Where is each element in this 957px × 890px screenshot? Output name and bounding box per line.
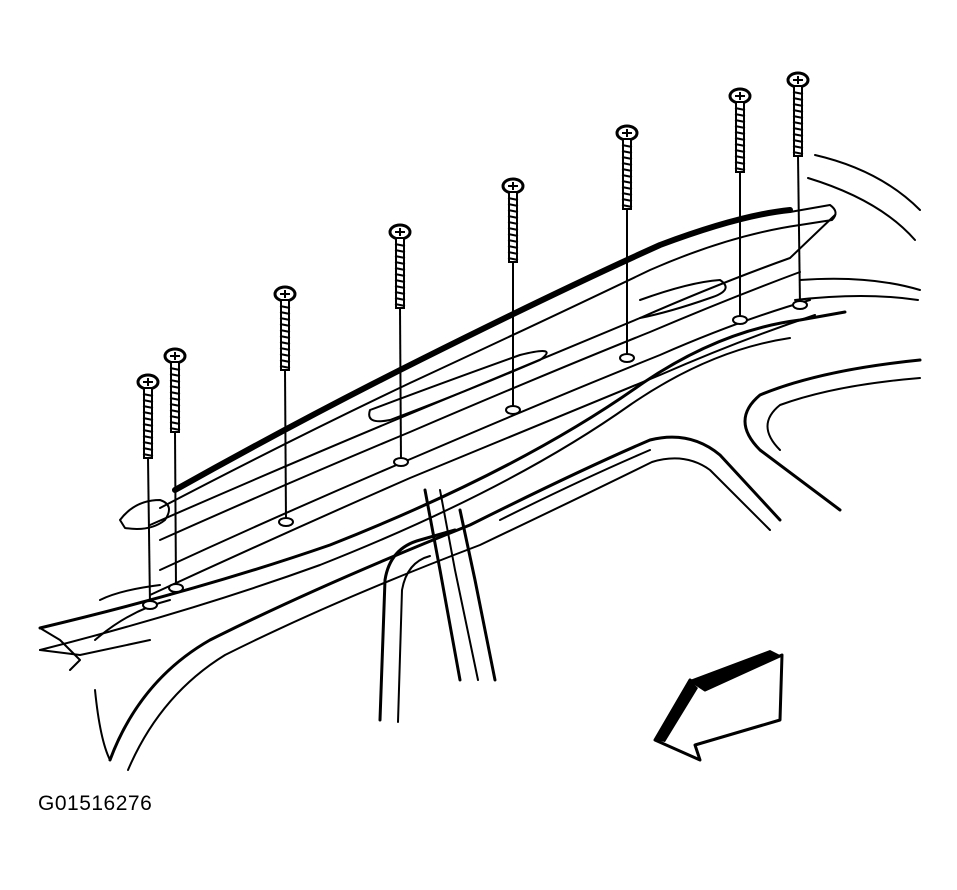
screw-icon — [273, 285, 297, 527]
roof-body — [38, 154, 922, 771]
fastener-group — [136, 71, 810, 610]
figure-id-label: G01516276 — [38, 792, 153, 815]
screw-icon — [728, 87, 752, 325]
roof-rail — [119, 204, 837, 596]
screw-icon — [136, 373, 160, 610]
screw-icon — [786, 71, 810, 310]
screw-icon — [388, 223, 412, 467]
screw-icon — [615, 124, 639, 363]
screw-icon — [501, 177, 525, 415]
front-arrow-icon — [653, 650, 784, 762]
screw-icon — [163, 347, 187, 593]
